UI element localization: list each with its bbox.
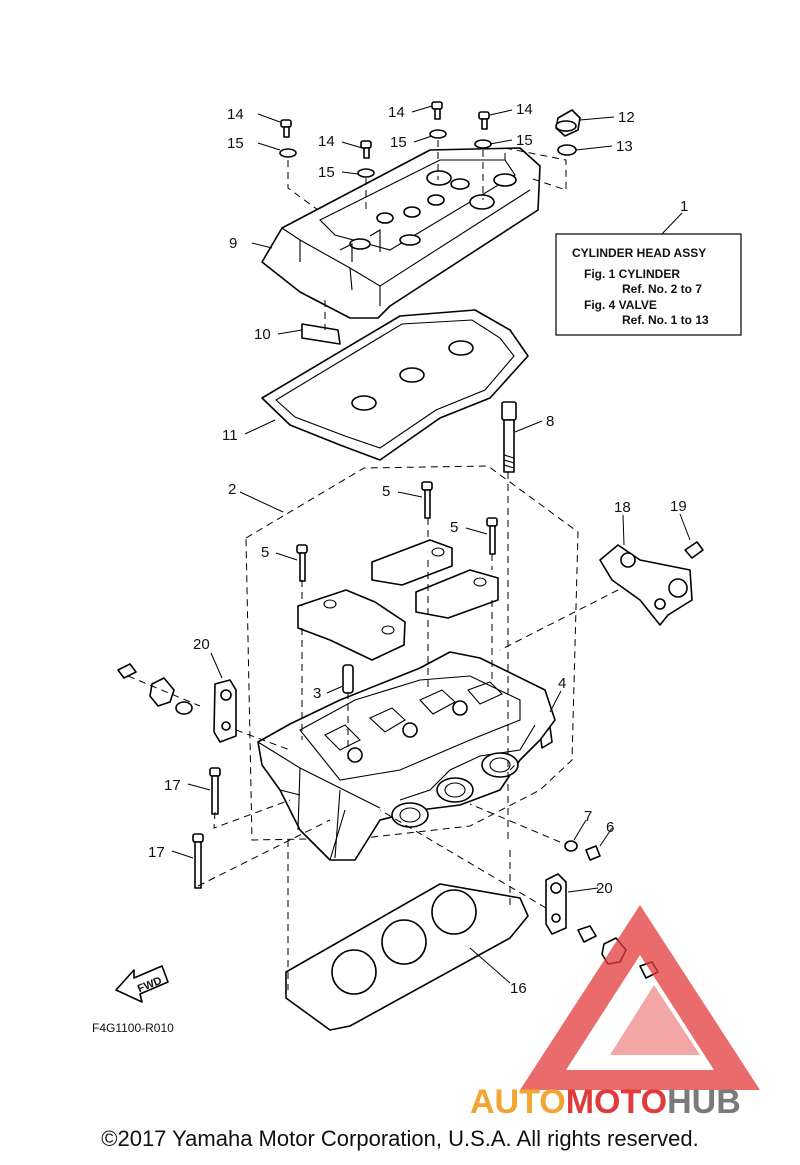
callout-17: 17 bbox=[148, 844, 165, 861]
callout-20: 20 bbox=[596, 880, 613, 897]
callout-14: 14 bbox=[516, 101, 533, 118]
callout-10: 10 bbox=[254, 326, 271, 343]
callout-15: 15 bbox=[390, 134, 407, 151]
callout-16: 16 bbox=[510, 980, 527, 997]
callout-3: 3 bbox=[313, 685, 321, 702]
callout-17: 17 bbox=[164, 777, 181, 794]
camshaft-caps bbox=[297, 539, 499, 661]
callout-20: 20 bbox=[193, 636, 210, 653]
info-box-fig4: Fig. 4 VALVE bbox=[584, 298, 657, 312]
callout-11: 11 bbox=[222, 427, 238, 444]
dowel-pin bbox=[342, 664, 354, 694]
cover-gasket bbox=[261, 309, 529, 461]
guide-lines bbox=[197, 140, 619, 990]
left-bracket bbox=[213, 679, 237, 743]
callout-13: 13 bbox=[616, 138, 633, 155]
cover-bolts-and-grommets bbox=[279, 101, 492, 178]
cylinder-head-bolt bbox=[501, 401, 517, 473]
callout-5: 5 bbox=[450, 519, 458, 536]
callout-1: 1 bbox=[680, 198, 688, 215]
callout-15: 15 bbox=[227, 135, 244, 152]
copyright-notice: ©2017 Yamaha Motor Corporation, U.S.A. A… bbox=[101, 1126, 699, 1151]
callout-15: 15 bbox=[516, 132, 533, 149]
callout-4: 4 bbox=[558, 675, 566, 692]
callout-9: 9 bbox=[229, 235, 237, 252]
callout-5: 5 bbox=[261, 544, 269, 561]
callout-14: 14 bbox=[227, 106, 244, 123]
bracket bbox=[599, 544, 693, 626]
right-bracket bbox=[545, 873, 567, 935]
callout-8: 8 bbox=[546, 413, 554, 430]
callout-14: 14 bbox=[318, 133, 335, 150]
bolt-and-washer bbox=[564, 840, 601, 861]
callout-5: 5 bbox=[382, 483, 390, 500]
info-box: CYLINDER HEAD ASSY Fig. 1 CYLINDER Ref. … bbox=[555, 233, 742, 336]
callout-15: 15 bbox=[318, 164, 335, 181]
left-bracket-hardware bbox=[117, 663, 201, 715]
camshaft-cap-bolts bbox=[296, 481, 498, 582]
leader-lines bbox=[171, 105, 691, 984]
callout-2: 2 bbox=[228, 481, 236, 498]
callout-14: 14 bbox=[388, 104, 405, 121]
automotohub-watermark-logo bbox=[520, 905, 760, 1090]
callout-12: 12 bbox=[618, 109, 635, 126]
oil-filler-cap bbox=[555, 109, 581, 137]
o-ring bbox=[557, 144, 577, 156]
info-box-title: CYLINDER HEAD ASSY bbox=[572, 246, 706, 260]
cylinder-head-gasket bbox=[285, 883, 529, 1031]
bracket-bolt bbox=[684, 541, 704, 559]
info-box-fig1: Fig. 1 CYLINDER bbox=[584, 267, 680, 281]
watermark-text: AUTOMOTOHUB bbox=[470, 1083, 741, 1121]
fwd-arrow-icon bbox=[115, 965, 169, 1003]
callout-7: 7 bbox=[584, 808, 592, 825]
watermark-hub: HUB bbox=[667, 1083, 741, 1121]
callout-numbers: 14 15 14 15 14 15 14 15 12 13 9 10 11 8 … bbox=[148, 101, 688, 997]
callout-6: 6 bbox=[606, 819, 614, 836]
watermark-moto: MOTO bbox=[566, 1083, 667, 1121]
info-box-fig4-ref: Ref. No. 1 to 13 bbox=[622, 313, 709, 327]
watermark-auto: AUTO bbox=[470, 1083, 566, 1121]
cylinder-head bbox=[257, 651, 556, 861]
gasket-strip bbox=[301, 323, 341, 345]
info-box-fig1-ref: Ref. No. 2 to 7 bbox=[622, 282, 702, 296]
side-bolts bbox=[192, 767, 221, 889]
callout-18: 18 bbox=[614, 499, 631, 516]
cylinder-head-cover bbox=[261, 147, 541, 319]
callout-19: 19 bbox=[670, 498, 687, 515]
diagram-code: F4G1100-R010 bbox=[92, 1021, 174, 1035]
